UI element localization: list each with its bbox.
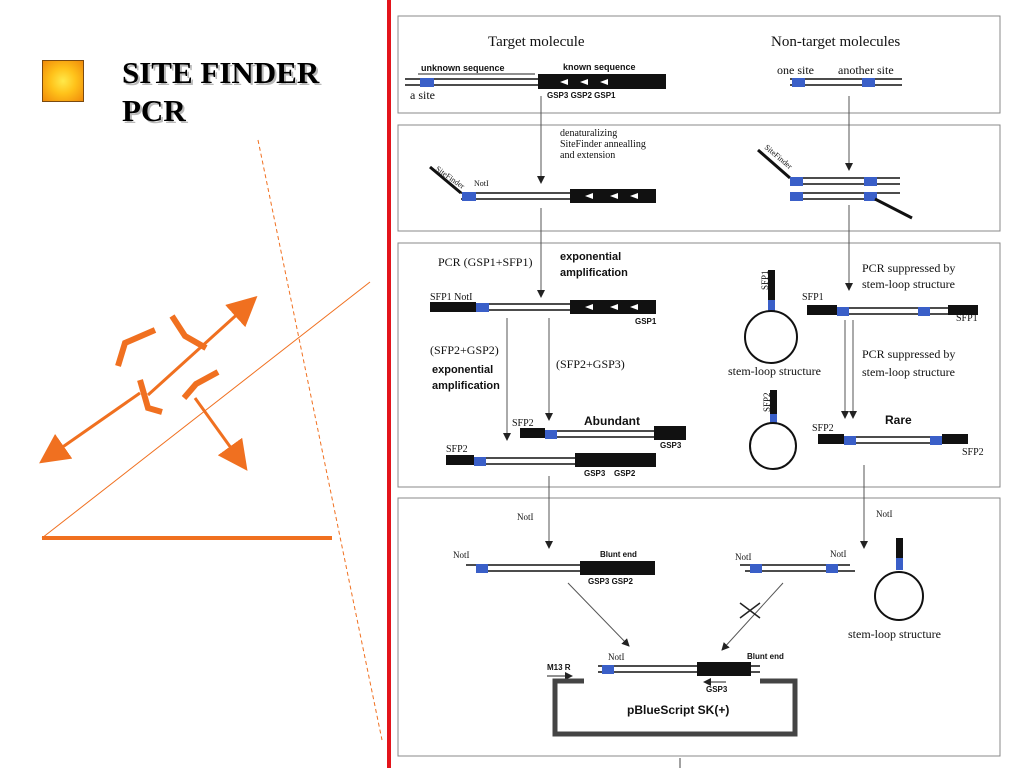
amplification-label-2: amplification xyxy=(432,380,500,392)
suppressed-label-2b: stem-loop structure xyxy=(862,365,955,379)
abundant-label: Abundant xyxy=(584,414,640,428)
step-extension: and extension xyxy=(560,150,615,161)
notl-nt-left: NotI xyxy=(735,552,752,562)
arrow-lower-left xyxy=(39,391,141,464)
arrow-lower-right xyxy=(193,397,248,471)
m13r-label: M13 R xyxy=(547,663,571,672)
notl-arrow-left-label: NotI xyxy=(517,512,534,522)
blunt-end-label-1: Blunt end xyxy=(600,550,637,559)
slide-title: SITE FINDER PCR xyxy=(122,54,319,130)
another-site-label: another site xyxy=(838,63,894,77)
vector-label: pBlueScript SK(+) xyxy=(627,703,729,717)
sfp2-loop-label: SFP2 xyxy=(762,392,772,412)
rare-label: Rare xyxy=(885,413,912,427)
pcr-gsp1-sfp1: PCR (GSP1+SFP1) xyxy=(438,255,532,269)
gsp1-label: GSP1 xyxy=(635,317,657,326)
sfp2-label-b: SFP2 xyxy=(446,444,468,455)
step-annealing: SiteFinder annealling xyxy=(560,139,646,150)
known-sequence-label: known sequence xyxy=(563,62,636,72)
sfp2-rare-left: SFP2 xyxy=(812,423,834,434)
sfp1-loop-label: SFP1 xyxy=(760,270,770,290)
gsp3-label-b: GSP3 xyxy=(584,469,606,478)
stem-loop-label-1: stem-loop structure xyxy=(728,364,821,378)
gsp-labels: GSP3 GSP2 GSP1 xyxy=(547,91,616,100)
sfp2-gsp3-label: (SFP2+GSP3) xyxy=(556,357,625,371)
sitefinder-label: SiteFinder xyxy=(434,164,467,191)
sfp1-right-label: SFP1 xyxy=(956,313,978,324)
notl-vec-label: NotI xyxy=(608,652,625,662)
panel-2: denaturalizing SiteFinder annealling and… xyxy=(429,128,913,220)
sfp2-gsp2-label: (SFP2+GSP2) xyxy=(430,343,499,357)
notl-label: NotI xyxy=(474,179,489,188)
site-marker xyxy=(420,78,434,87)
sfp1-left-label: SFP1 xyxy=(802,292,824,303)
one-site-label: one site xyxy=(777,63,814,77)
amplification-label-1: amplification xyxy=(560,267,628,279)
step-denaturalizing: denaturalizing xyxy=(560,128,617,139)
gsp3-vec-label: GSP3 xyxy=(706,685,728,694)
target-molecule-heading: Target molecule xyxy=(488,34,585,50)
suppressed-label-1b: stem-loop structure xyxy=(862,277,955,291)
blunt-end-label-2: Blunt end xyxy=(747,652,784,661)
suppressed-label-2a: PCR suppressed by xyxy=(862,347,955,361)
panel-3-frame xyxy=(397,242,1001,488)
panel-2-frame xyxy=(397,124,1001,232)
vector-plasmid xyxy=(552,678,798,737)
bracket-marks xyxy=(115,314,220,415)
unknown-sequence-label: unknown sequence xyxy=(421,63,505,73)
notl-frag-left: NotI xyxy=(453,550,470,560)
divider-red-rule xyxy=(387,0,391,768)
gsp3-gsp2-label: GSP3 GSP2 xyxy=(588,577,633,586)
panel-4: NotI NotI NotI Blunt end GSP3 GSP2 NotI … xyxy=(453,509,941,737)
stem-loop-label-3: stem-loop structure xyxy=(848,627,941,641)
slide-title-line1: SITE FINDER xyxy=(122,55,320,90)
slide-title-line2: PCR xyxy=(122,93,186,128)
exponential-label-1: exponential xyxy=(560,251,621,263)
sfp2-rare-right: SFP2 xyxy=(962,447,984,458)
a-site-label: a site xyxy=(410,88,435,102)
sfp2-label-a: SFP2 xyxy=(512,418,534,429)
panel-3: PCR (GSP1+SFP1) exponential amplificatio… xyxy=(430,251,984,478)
sfp1-notl-label: SFP1 NotI xyxy=(430,292,473,303)
diagonal-thin-line xyxy=(41,281,371,539)
panel-1-frame xyxy=(397,15,1001,114)
notl-nt-right: NotI xyxy=(830,549,847,559)
nontarget-heading: Non-target molecules xyxy=(771,34,900,50)
suppressed-label-1a: PCR suppressed by xyxy=(862,261,955,275)
title-bullet-square xyxy=(42,60,84,102)
decorative-geometry xyxy=(39,139,383,741)
panel-1: Target molecule Non-target molecules unk… xyxy=(405,34,902,102)
notl-arrow-right-label: NotI xyxy=(876,509,893,519)
exponential-label-2: exponential xyxy=(432,364,493,376)
gsp2-label-b: GSP2 xyxy=(614,469,636,478)
gsp3-label-a: GSP3 xyxy=(660,441,682,450)
panel-4-frame xyxy=(397,497,1001,757)
